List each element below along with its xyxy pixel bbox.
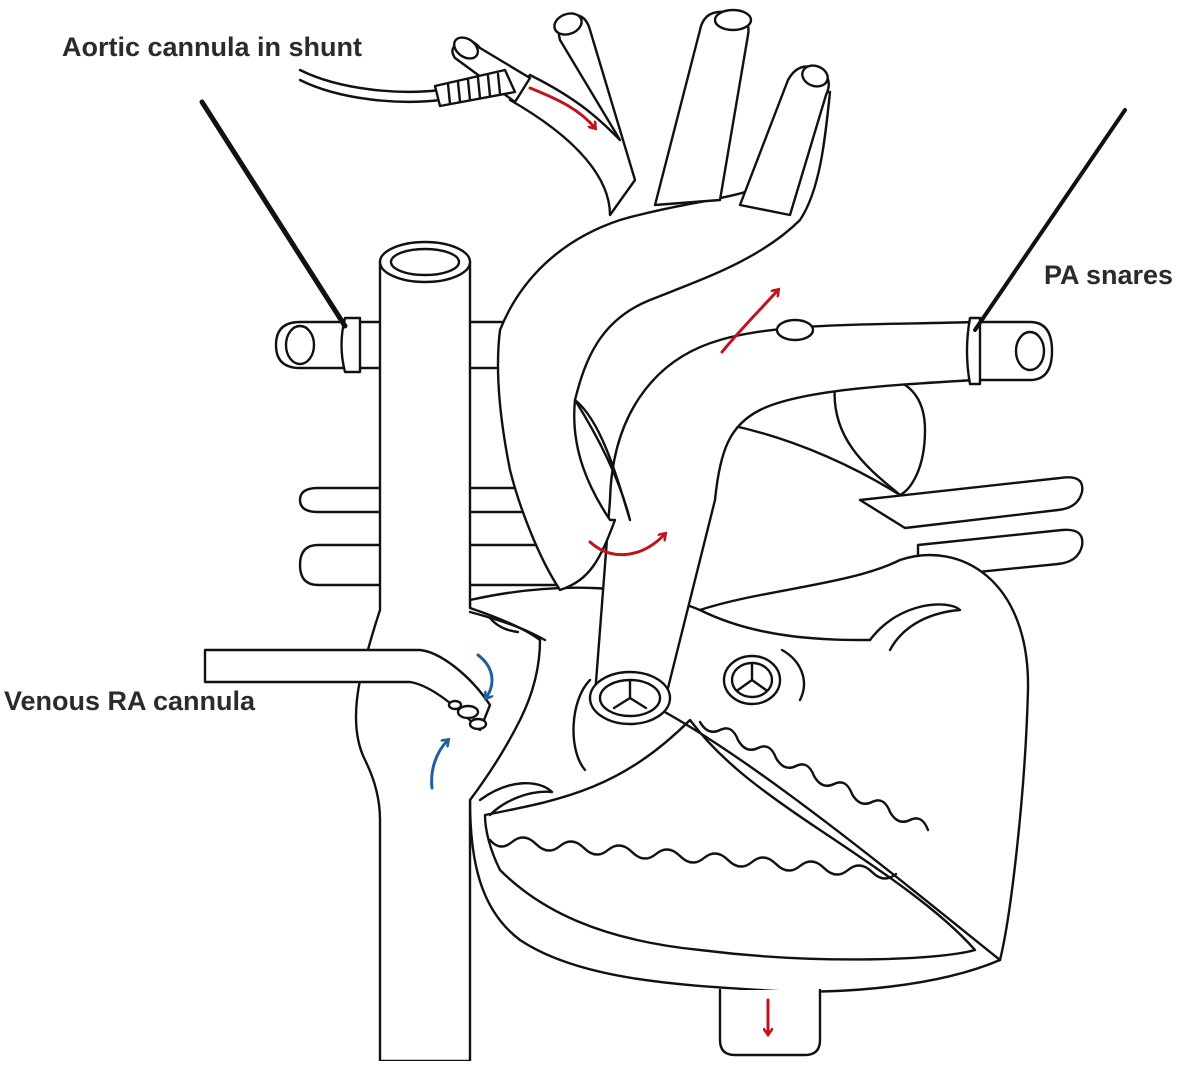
aortic-valve [722, 648, 806, 706]
venous-cannula [203, 648, 492, 732]
aortic-cannula-label: Aortic cannula in shunt [62, 32, 363, 62]
pa-snares-label: PA snares [1044, 260, 1174, 290]
flow-arrow-ascending [588, 534, 665, 556]
right-pa-snare-wire [199, 99, 348, 329]
aortic-arch [451, 8, 832, 592]
descending-aorta-stub [718, 988, 822, 1057]
venous-cannula-label: Venous RA cannula [4, 686, 256, 716]
main-pulmonary-artery [588, 316, 1054, 726]
left-pa-snare-wire [973, 108, 1127, 332]
flow-arrow-arch [720, 290, 778, 354]
flow-arrow-shunt [528, 86, 595, 128]
flow-arrow-ivc [430, 740, 448, 790]
right-pulmonary-veins [298, 486, 562, 587]
aortic-cannula [298, 68, 517, 108]
flow-arrow-svc [476, 653, 492, 698]
